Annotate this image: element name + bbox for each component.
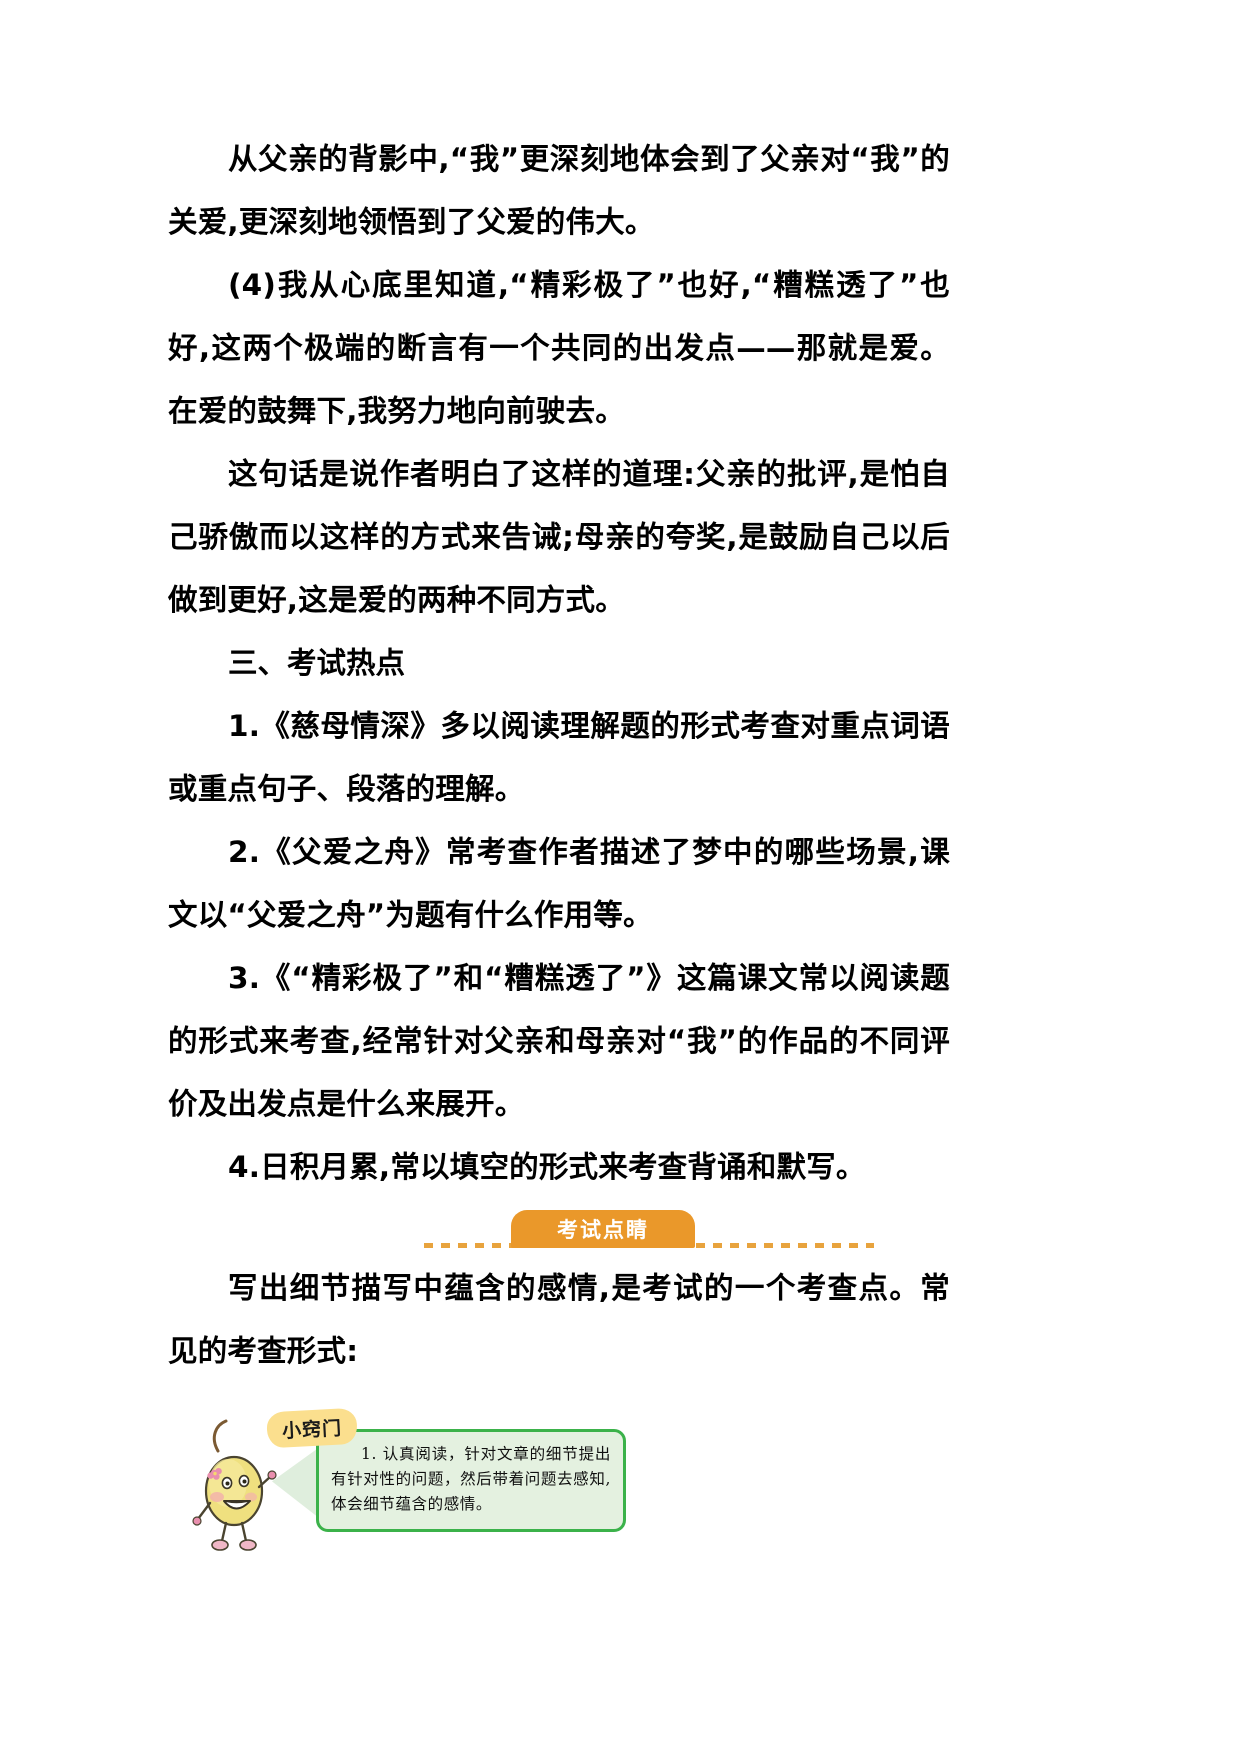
tip-badge-label: 小窍门 [281, 1416, 343, 1443]
banner-label: 考试点睛 [557, 1218, 649, 1242]
hotspot-item-4: 4.日积月累,常以填空的形式来考查背诵和默写。 [228, 1150, 866, 1184]
page-content: 从父亲的背影中,“我”更深刻地体会到了父亲对“我”的关爱,更深刻地领悟到了父爱的… [168, 128, 950, 1561]
hotspot-item-1: 1.《慈母情深》多以阅读理解题的形式考查对重点词语或重点句子、段落的理解。 [168, 709, 950, 806]
paragraph-explanation: 这句话是说作者明白了这样的道理:父亲的批评,是怕自己骄傲而以这样的方式来告诫;母… [168, 457, 950, 617]
tip-badge: 小窍门 [266, 1407, 358, 1449]
tip-card-text: 1. 认真阅读，针对文章的细节提出有针对性的问题，然后带着问题去感知,体会细节蕴… [331, 1445, 611, 1513]
paragraph-after-banner: 写出细节描写中蕴含的感情,是考试的一个考查点。常见的考查形式: [168, 1271, 950, 1368]
tip-card: 小窍门 1. 认真阅读，针对文章的细节提出有针对性的问题，然后带着问题去感知,体… [266, 1407, 626, 1532]
lemon-mascot-icon [186, 1417, 282, 1561]
exam-highlight-banner: 考试点睛 [168, 1205, 950, 1257]
hotspot-item-3: 3.《“精彩极了”和“糟糕透了”》这篇课文常以阅读题的形式来考查,经常针对父亲和… [168, 961, 950, 1121]
hotspot-item-2: 2.《父爱之舟》常考查作者描述了梦中的哪些场景,课文以“父爱之舟”为题有什么作用… [168, 835, 950, 932]
section-heading-exam-hotspots: 三、考试热点 [228, 646, 406, 680]
tip-block: 小窍门 1. 认真阅读，针对文章的细节提出有针对性的问题，然后带着问题去感知,体… [168, 1407, 950, 1561]
paragraph-beiying: 从父亲的背影中,“我”更深刻地体会到了父亲对“我”的关爱,更深刻地领悟到了父爱的… [168, 142, 950, 239]
banner-pill: 考试点睛 [511, 1210, 695, 1248]
paragraph-item4: (4)我从心底里知道,“精彩极了”也好,“糟糕透了”也好,这两个极端的断言有一个… [168, 268, 950, 428]
